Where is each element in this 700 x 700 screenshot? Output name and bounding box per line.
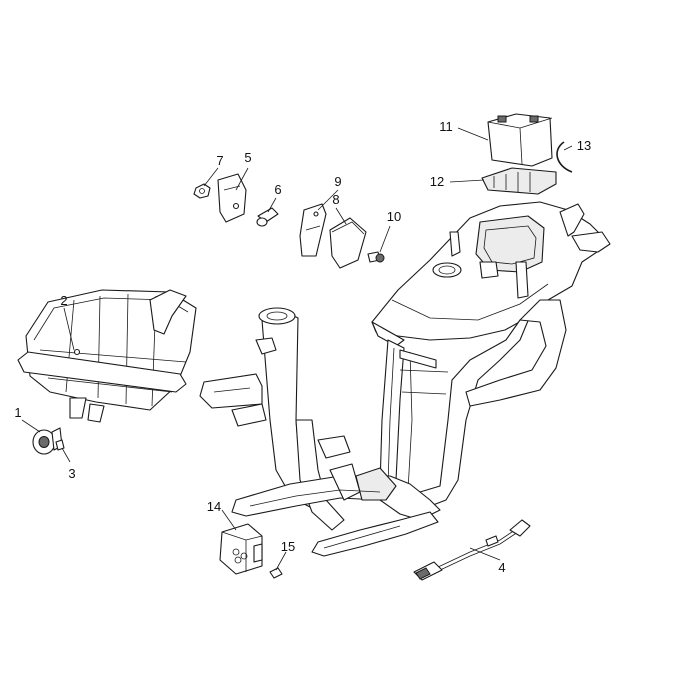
- callout-3: 3: [68, 466, 75, 481]
- battery-tray: [481, 167, 557, 195]
- callout-4: 4: [498, 560, 505, 575]
- callout-8: 8: [332, 192, 339, 207]
- callout-15: 15: [281, 539, 295, 554]
- leader-lines: [21, 127, 573, 571]
- cable-harness: [413, 519, 531, 581]
- callout-5: 5: [244, 150, 251, 165]
- callout-2: 2: [60, 293, 67, 308]
- callout-10: 10: [387, 209, 401, 224]
- callout-6: 6: [274, 182, 281, 197]
- callout-13: 13: [577, 138, 591, 153]
- bracket: [217, 173, 247, 223]
- nut: [193, 183, 211, 199]
- callout-1: 1: [14, 405, 21, 420]
- callout-11: 11: [439, 119, 453, 134]
- callout-9: 9: [334, 174, 341, 189]
- relay-bracket: [299, 203, 327, 257]
- vent-hose: [556, 141, 573, 173]
- front-rack: [17, 289, 197, 423]
- bolt: [256, 207, 279, 227]
- callout-12: 12: [430, 174, 444, 189]
- scooter-frame: [199, 201, 611, 557]
- callout-14: 14: [207, 499, 221, 514]
- screw: [367, 251, 385, 263]
- callout-7: 7: [216, 153, 223, 168]
- callout-labels: 1 2 3 4 5 6 7 8 9 10 11 12 13 14 15: [14, 119, 591, 575]
- battery: [487, 113, 553, 167]
- module-screw: [269, 567, 283, 579]
- horn-screw: [55, 439, 65, 451]
- relay: [329, 217, 367, 269]
- control-module: [219, 523, 263, 575]
